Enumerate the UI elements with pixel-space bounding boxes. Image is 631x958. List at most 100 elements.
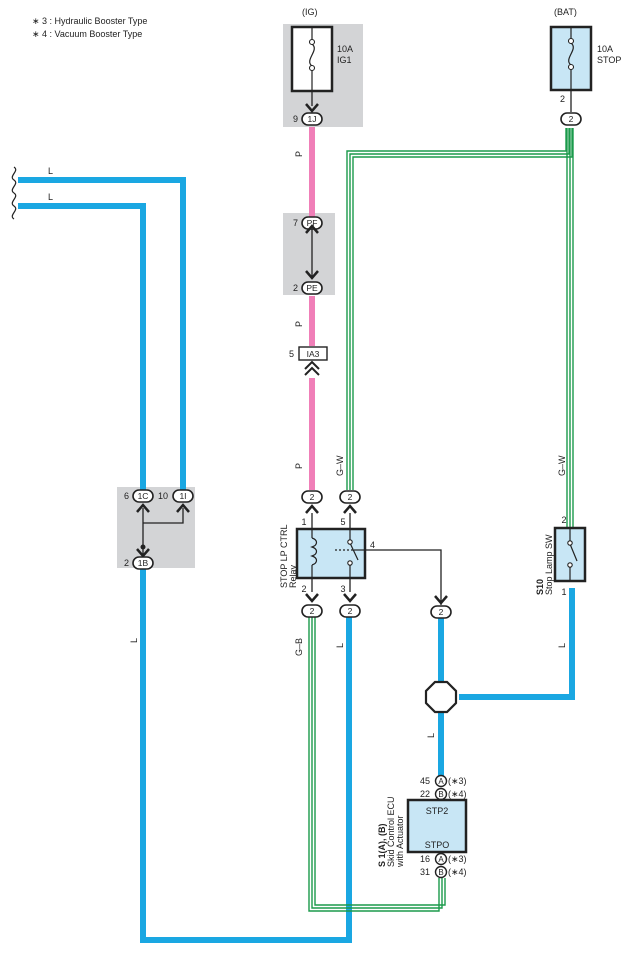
fuse-stop-rating: 10A — [597, 44, 613, 54]
ecu-pin-31-num: 31 — [420, 867, 430, 877]
relay-out-l-oval — [339, 604, 361, 618]
green-wires — [308, 128, 574, 912]
wire-label-l-upper: L — [48, 166, 53, 176]
relay-connector-p-arrow — [305, 504, 319, 514]
wire-l-lower-path — [18, 203, 146, 494]
connector-pe-pin: 2 — [293, 283, 298, 293]
blue-wires — [18, 177, 575, 943]
fuse-stop-pin-top — [567, 37, 575, 45]
stop-switch-pin-bottom: 1 — [561, 587, 566, 597]
fuse-ig1-pin-top — [308, 38, 316, 46]
wire-gb-c — [314, 614, 446, 906]
legend-item-vacuum: ∗ 4 : Vacuum Booster Type — [32, 29, 142, 39]
ecu-pin-16-conn: A — [438, 855, 444, 864]
wire-label-l-relay: L — [335, 643, 345, 648]
ecu-body — [406, 798, 468, 854]
connector-1c-code: 1C — [138, 491, 149, 501]
stop-switch-symbol — [569, 528, 578, 581]
wire-gw-relay-c — [352, 128, 573, 490]
relay-out-l-code: 2 — [348, 606, 353, 616]
wire-label-p-3: P — [294, 463, 304, 469]
connector-bat2-code: 2 — [569, 114, 574, 124]
wire-label-gw-relay: G–W — [335, 455, 345, 476]
relay-contact-symbol — [335, 529, 365, 578]
relay-pin4-wire — [335, 549, 442, 605]
stop-switch-pin-top-dot — [567, 540, 573, 546]
connector-1i-pin: 10 — [158, 491, 168, 501]
relay-pin-3: 3 — [340, 584, 345, 594]
ecu-pin-22-conn: B — [438, 790, 443, 799]
wire-label-p-2: P — [294, 321, 304, 327]
connector-1b-arrow — [136, 548, 150, 558]
stop-switch-pin-top: 2 — [561, 515, 566, 525]
connector-1c-pin: 6 — [124, 491, 129, 501]
connector-pf-arrow — [305, 224, 319, 234]
legend-item-hydraulic: ∗ 3 : Hydraulic Booster Type — [32, 16, 147, 26]
wire-label-l-left: L — [129, 638, 139, 643]
wire-gw-relay-a — [346, 128, 567, 490]
connector-ia3-box — [298, 346, 328, 361]
connector-1j-arrow — [305, 103, 319, 113]
connector-pf-code: PF — [307, 218, 318, 228]
splice-point-icon — [424, 680, 458, 714]
fuse-stop-symbol — [568, 27, 574, 90]
ecu-pin-45-circle — [434, 774, 448, 788]
fuse-stop-pin-bottom — [567, 63, 575, 71]
junction-link-1i — [143, 508, 184, 524]
ecu-pin-31-conn: B — [438, 868, 443, 877]
ecu-name: Skid Control ECU — [386, 796, 396, 867]
relay-coil-symbol — [310, 529, 318, 578]
fuse-ig1-header: (IG) — [302, 7, 318, 17]
relay-connector-p-code: 2 — [310, 492, 315, 502]
relay-pin-1: 1 — [301, 517, 306, 527]
relay-connector-gw-oval — [339, 490, 361, 504]
relay-out-l-arrow — [343, 593, 357, 603]
fuse-stop-header: (BAT) — [554, 7, 577, 17]
connector-bat2-oval — [560, 112, 582, 126]
relay-pin-5: 5 — [340, 517, 345, 527]
wire-break-symbol — [11, 166, 17, 220]
relay-out-gb-arrow — [305, 593, 319, 603]
ecu-pin-16-num: 16 — [420, 854, 430, 864]
wire-label-l-switch: L — [557, 643, 567, 648]
ecu-pin-45-conn: A — [438, 777, 444, 786]
wire-l-1b-to-relay-path — [140, 562, 352, 943]
ecu-pin-45-num: 45 — [420, 776, 430, 786]
ecu-terminal-stpo: STPO — [425, 840, 450, 850]
connector-1b-pin: 2 — [124, 558, 129, 568]
fuse-ig1-rating: 10A — [337, 44, 353, 54]
wire-label-gb: G–B — [294, 638, 304, 656]
stop-switch-name: Stop Lamp SW — [544, 534, 554, 595]
fuse-ig1-name: IG1 — [337, 55, 352, 65]
relay-connector-gw-code: 2 — [348, 492, 353, 502]
ecu-pin-22-num: 22 — [420, 789, 430, 799]
ecu-sub: with Actuator — [395, 815, 405, 868]
fuse-ig1-symbol — [309, 27, 315, 91]
connector-bat2-pin: 2 — [560, 94, 565, 104]
connector-pe-code: PE — [306, 283, 318, 293]
connector-pf-oval — [301, 216, 323, 230]
ecu-terminal-stp2: STP2 — [426, 806, 449, 816]
relay-pin-2: 2 — [301, 584, 306, 594]
connector-1c-oval — [132, 489, 154, 503]
connector-1j-pin: 9 — [293, 114, 298, 124]
junction-dot — [140, 544, 146, 550]
wire-label-gw-switch: G–W — [557, 455, 567, 476]
relay-contact-pin-top — [347, 539, 353, 545]
connector-1i-oval — [172, 489, 194, 503]
relay-contact-pin-bottom — [347, 560, 353, 566]
wire-label-l-ecu: L — [426, 733, 436, 738]
relay-out-gb-oval — [301, 604, 323, 618]
ecu-pin-45-note: (∗3) — [448, 776, 467, 786]
relay-body — [295, 527, 367, 580]
relay-connector-p-oval — [301, 490, 323, 504]
stop-switch-code: S10 — [535, 579, 545, 595]
connector-1b-code: 1B — [138, 558, 149, 568]
relay-pin-4: 4 — [370, 540, 375, 550]
relay-out-4-code: 2 — [439, 607, 444, 617]
connector-1i-arrow — [176, 503, 190, 513]
relay-out-4-oval — [430, 605, 452, 619]
connector-1i-code: 1I — [179, 491, 186, 501]
